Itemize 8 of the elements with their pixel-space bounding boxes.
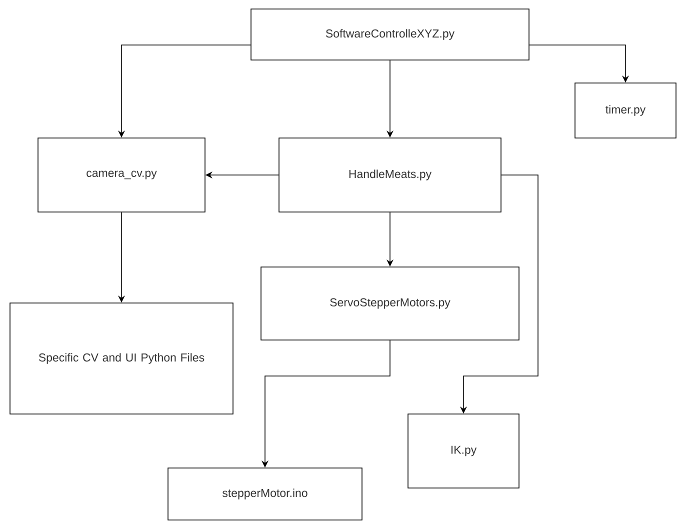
file-box: IK.py: [408, 414, 520, 488]
file-box: HandleMeats.py: [278, 138, 502, 212]
file-box: SoftwareControlleXYZ.py: [250, 8, 530, 60]
file-box: ServoStepperMotors.py: [260, 266, 520, 340]
file-box: Specific CV and UI Python Files: [10, 302, 234, 414]
file-box: camera_cv.py: [38, 138, 206, 212]
file-box: stepperMotor.ino: [168, 468, 362, 520]
file-box: timer.py: [574, 82, 676, 138]
